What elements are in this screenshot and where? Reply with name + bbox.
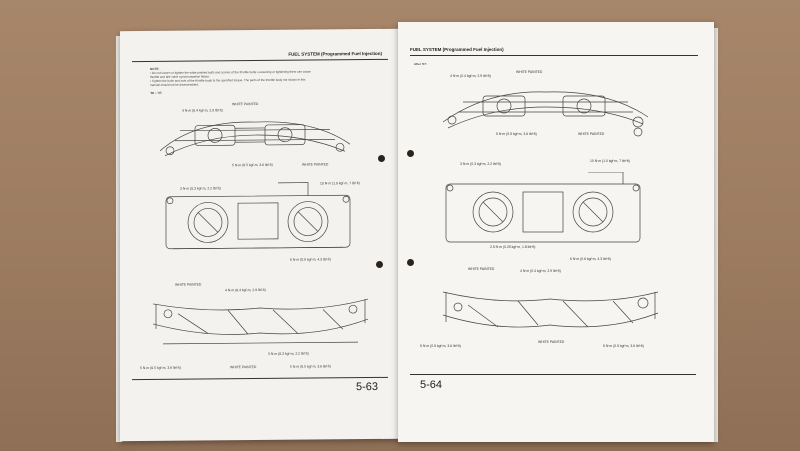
white-painted-label-1: WHITE PAINTED <box>232 102 259 107</box>
right-torque-label-9: 5 N·m (0.5 kgf·m, 3.6 lbf·ft) <box>603 344 644 348</box>
right-torque-label-4: 10 N·m (1.0 kgf·m, 7 lbf·ft) <box>590 159 630 163</box>
right-page-header: FUEL SYSTEM (Programmed Fuel Injection) <box>410 47 504 52</box>
throttle-body-diagram-top-view <box>159 121 351 157</box>
right-figure-label: After '07: <box>414 62 427 66</box>
torque-label-4: 10 N·m (1.0 kgf·m, 7 lbf·ft) <box>320 181 360 186</box>
right-page-stack-edge <box>712 28 718 442</box>
binder-hole-left-lower <box>376 261 383 268</box>
right-header-rule <box>410 55 698 56</box>
torque-label-7: 3 N·m (0.3 kgf·m, 2.2 lbf·ft) <box>268 351 309 356</box>
binder-hole-right-upper <box>407 150 414 157</box>
right-torque-label-5: 2.5 N·m (0.25 kgf·m, 1.8 lbf·ft) <box>490 245 536 249</box>
throttle-body-diagram-front-view-right <box>445 172 641 243</box>
right-torque-label-1: 4 N·m (0.4 kgf·m, 2.9 lbf·ft) <box>450 74 491 78</box>
right-footer-rule <box>410 374 696 375</box>
right-white-painted-label-3: WHITE PAINTED <box>468 267 495 271</box>
torque-label-9: 5 N·m (0.5 kgf·m, 3.6 lbf·ft) <box>290 364 331 369</box>
right-torque-label-3: 3 N·m (0.3 kgf·m, 2.2 lbf·ft) <box>460 162 501 166</box>
right-page-number: 5-64 <box>420 379 443 391</box>
left-page-stack-edge <box>116 36 122 442</box>
torque-label-1: 4 N·m (0.4 kgf·m, 2.9 lbf·ft) <box>182 108 223 113</box>
throttle-body-diagram-bottom-view <box>152 298 369 345</box>
throttle-body-diagram-top-view-right <box>442 91 649 137</box>
torque-label-6: 4 N·m (0.4 kgf·m, 2.9 lbf·ft) <box>225 287 266 293</box>
torque-label-8: 5 N·m (0.5 kgf·m, 3.6 lbf·ft) <box>140 365 181 371</box>
white-painted-label-2: WHITE PAINTED <box>302 162 329 167</box>
left-footer-rule <box>132 376 388 381</box>
binder-hole-right-lower <box>407 259 414 266</box>
torque-label-2: 5 N·m (0.5 kgf·m, 3.6 lbf·ft) <box>232 162 273 168</box>
right-torque-label-7: 4 N·m (0.4 kgf·m, 2.9 lbf·ft) <box>520 269 561 273</box>
throttle-body-diagram-front-view <box>165 182 351 250</box>
torque-label-5: 6 N·m (0.6 kgf·m, 4.3 lbf·ft) <box>290 257 331 262</box>
right-white-painted-label-1: WHITE PAINTED <box>516 70 543 74</box>
left-page-number: 5-63 <box>355 380 378 394</box>
left-header-rule <box>132 58 388 63</box>
white-painted-label-4: WHITE PAINTED <box>230 365 257 370</box>
torque-label-3: 3 N·m (0.3 kgf·m, 2.2 lbf·ft) <box>180 186 221 191</box>
left-page-header: FUEL SYSTEM (Programmed Fuel Injection) <box>288 50 382 57</box>
right-white-painted-label-2: WHITE PAINTED <box>578 132 605 136</box>
left-figure-label: '06 – '07: <box>150 90 163 95</box>
right-torque-label-2: 5 N·m (0.5 kgf·m, 3.6 lbf·ft) <box>496 132 537 136</box>
right-manual-page: FUEL SYSTEM (Programmed Fuel Injection) … <box>398 22 714 442</box>
note-line-4: manual should not be disassembled. <box>150 82 199 87</box>
throttle-body-diagram-bottom-view-right <box>442 291 659 328</box>
binder-hole-left-upper <box>378 155 385 162</box>
right-torque-label-6: 6 N·m (0.6 kgf·m, 4.3 lbf·ft) <box>570 257 611 261</box>
right-torque-label-8: 5 N·m (0.5 kgf·m, 3.6 lbf·ft) <box>420 344 461 348</box>
white-painted-label-3: WHITE PAINTED <box>175 282 202 287</box>
left-manual-page: FUEL SYSTEM (Programmed Fuel Injection) … <box>120 28 400 442</box>
right-white-painted-label-4: WHITE PAINTED <box>538 340 565 344</box>
